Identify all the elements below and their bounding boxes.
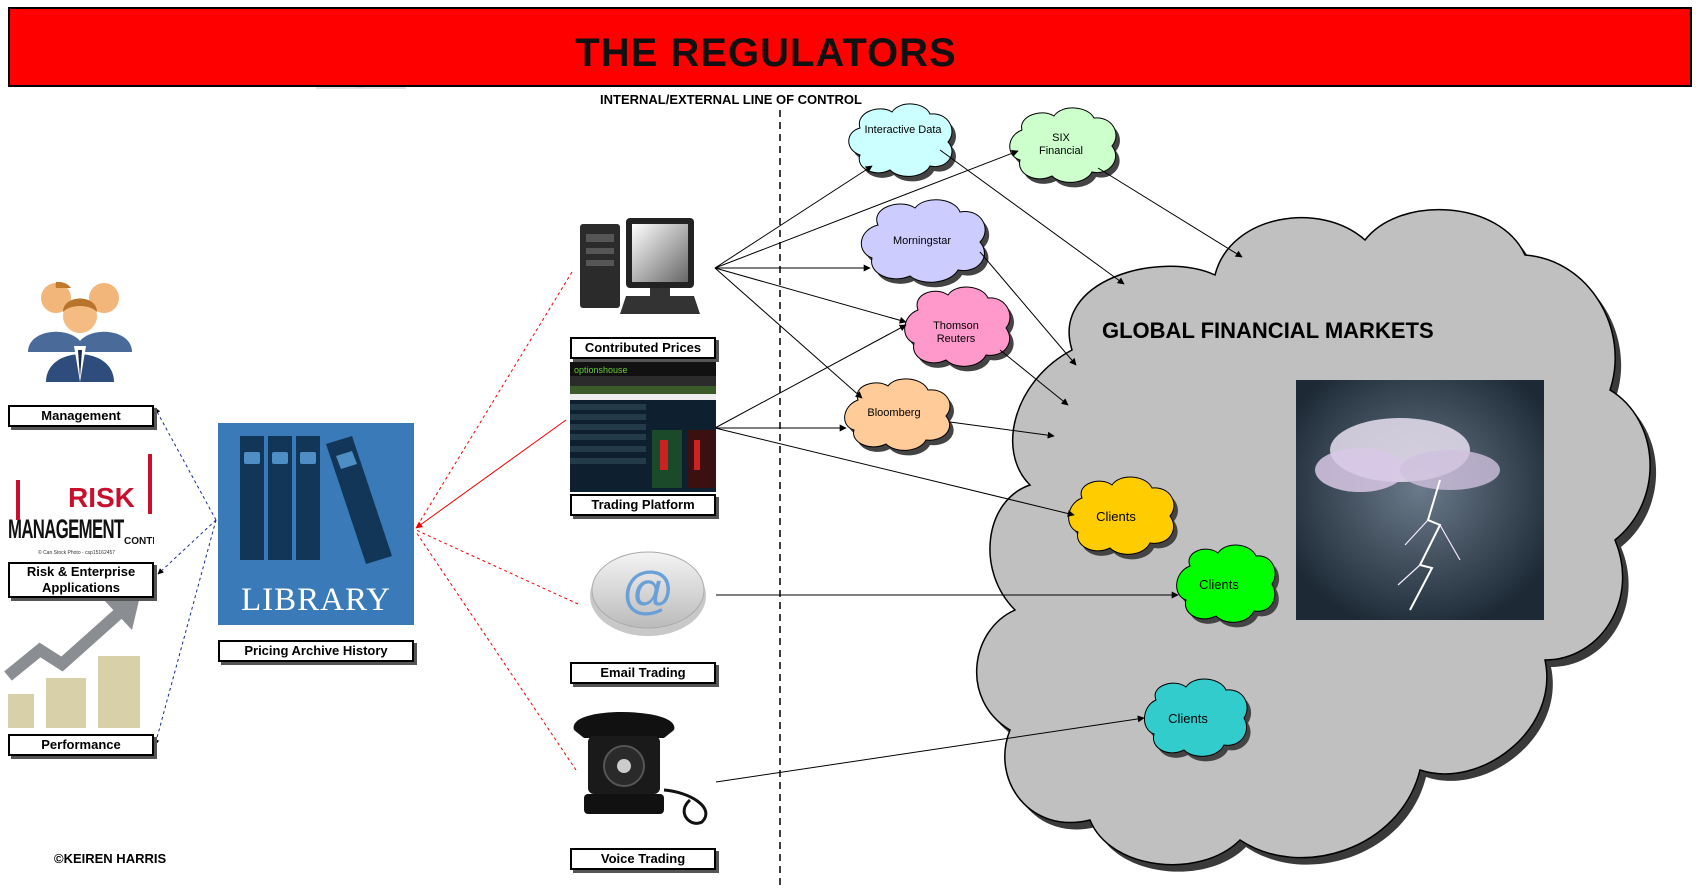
- clients-yellow-label: Clients: [1096, 509, 1136, 524]
- regulators-banner: THE REGULATORS: [8, 7, 1692, 87]
- email-at-icon: @: [590, 551, 706, 636]
- vendor-cloud-six-financial: [1009, 107, 1120, 188]
- voice-trading-label: Voice Trading: [570, 848, 716, 870]
- client-cloud-yellow: [1068, 476, 1178, 560]
- wordcloud-management: MANAGEMENT: [8, 514, 124, 544]
- vendor-cloud-thomson-reuters: [904, 286, 1014, 372]
- vendor-six-financial-label: SIX Financial: [1038, 132, 1084, 157]
- wordcloud-control: CONTROL: [124, 536, 154, 547]
- vendor-thomson-reuters-label: Thomson Reuters: [933, 320, 979, 345]
- email-trading-label: Email Trading: [570, 662, 716, 684]
- voice-arrow: [715, 715, 1145, 783]
- management-label: Management: [8, 405, 154, 427]
- risk-applications-label: Risk & Enterprise Applications: [8, 562, 154, 598]
- trading-platform-screenshot: optionshouse: [570, 362, 716, 492]
- vendor-morningstar-label: Morningstar: [892, 235, 952, 247]
- computer-icon: [580, 218, 700, 314]
- pricing-archive-label: Pricing Archive History: [218, 640, 414, 662]
- library-feed-lines: [415, 271, 579, 771]
- vendor-bloomberg-label: Bloomberg: [867, 407, 921, 419]
- risk-management-wordcloud: RISK MANAGEMENT CONTROL © Can Stock Phot…: [8, 440, 154, 558]
- vendor-cloud-morningstar: [861, 199, 990, 288]
- trading-platform-label: Trading Platform: [570, 494, 716, 516]
- vendor-cloud-bloomberg: [844, 378, 954, 456]
- storm-image: [1296, 380, 1544, 620]
- trading-arrows: [714, 324, 1075, 517]
- copyright-text: ©KEIREN HARRIS: [54, 851, 167, 866]
- telephone-icon: [573, 712, 708, 825]
- performance-label: Performance: [8, 734, 154, 756]
- global-markets-title: GLOBAL FINANCIAL MARKETS: [1102, 318, 1434, 343]
- wordcloud-risk: RISK: [68, 482, 135, 513]
- clients-teal-label: Clients: [1168, 711, 1208, 726]
- contributed-prices-label: Contributed Prices: [570, 337, 716, 359]
- trading-logo-text: optionshouse: [574, 365, 628, 375]
- vendor-market-arrows: [939, 149, 1243, 439]
- library-books-icon: [218, 423, 414, 625]
- vendor-cloud-interactive-data: [848, 103, 956, 182]
- library-image-text: LIBRARY: [240, 582, 392, 618]
- client-cloud-green: [1176, 544, 1280, 628]
- vendor-interactive-data-label: Interactive Data: [864, 124, 942, 136]
- svg-text:@: @: [622, 562, 675, 620]
- performance-chart-icon: [4, 596, 140, 728]
- client-cloud-teal: [1144, 678, 1252, 762]
- wordcloud-credit: © Can Stock Photo - csp15162457: [38, 550, 116, 556]
- library-output-lines: [153, 407, 217, 746]
- banner-title: THE REGULATORS: [575, 31, 957, 75]
- clients-green-label: Clients: [1199, 577, 1239, 592]
- management-people-icon: [28, 281, 132, 382]
- control-line-label: INTERNAL/EXTERNAL LINE OF CONTROL: [600, 92, 862, 107]
